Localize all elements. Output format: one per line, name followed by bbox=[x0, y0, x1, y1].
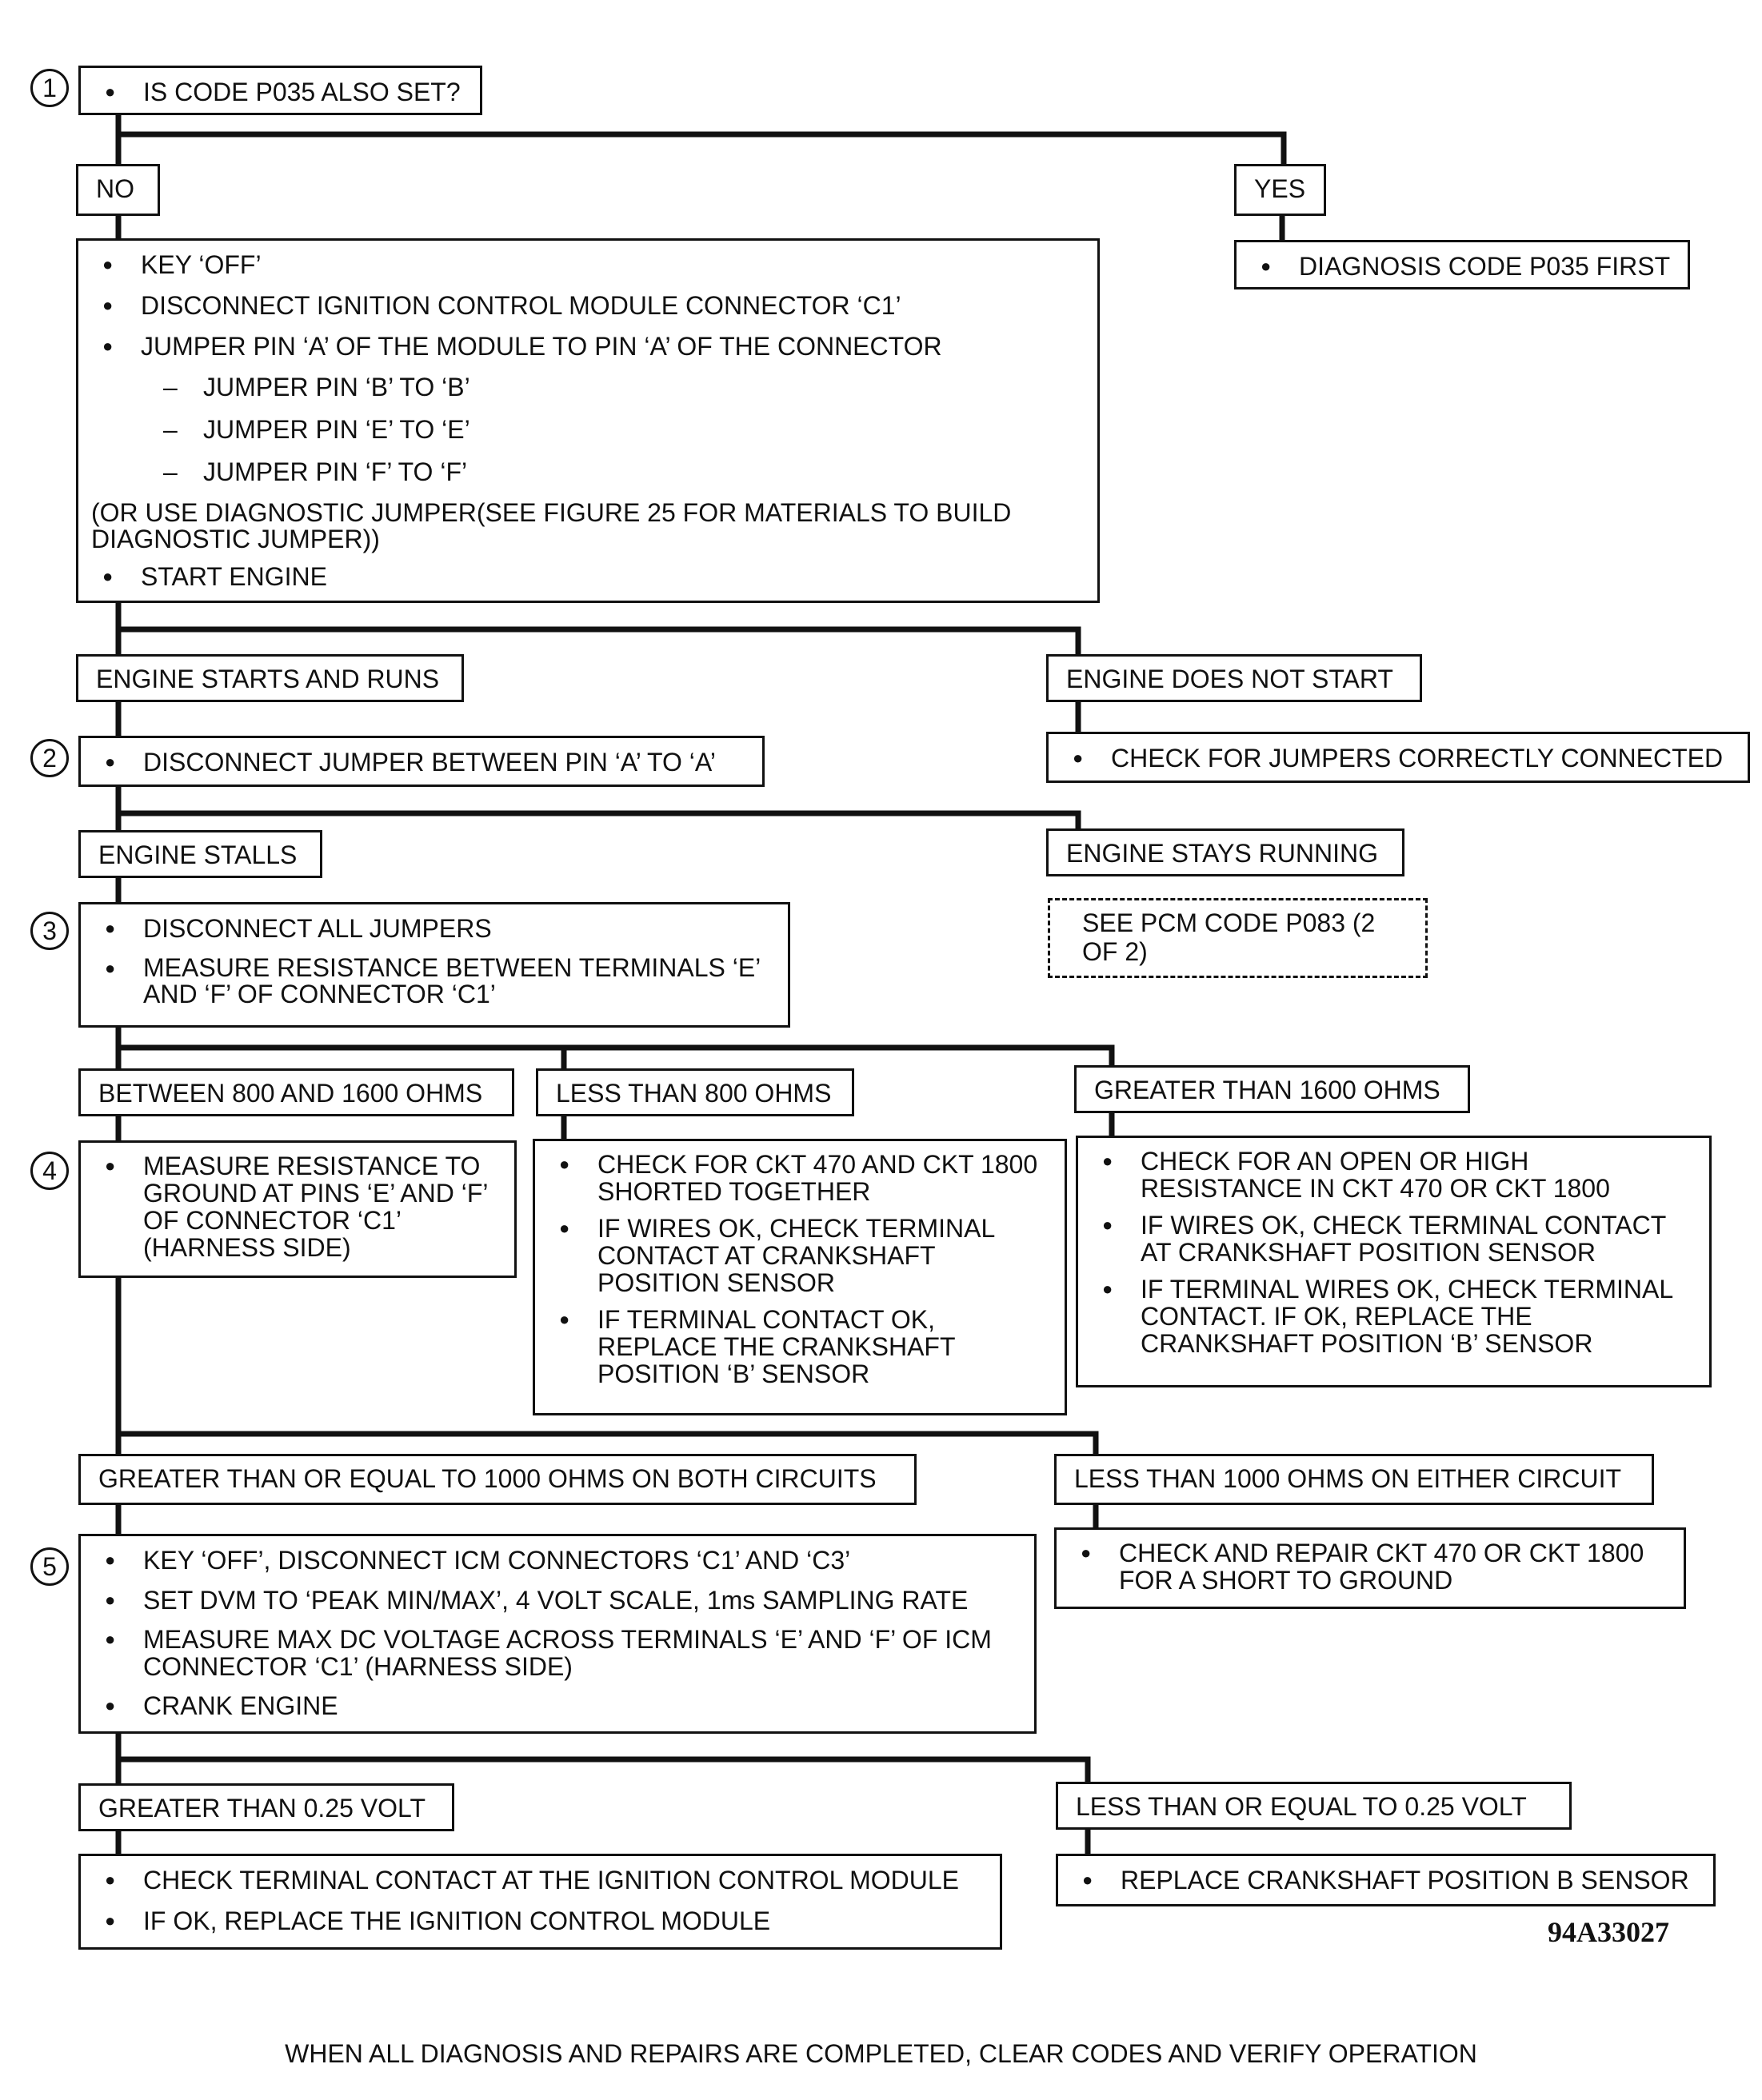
check-terminal-contact-icm: CHECK TERMINAL CONTACT AT THE IGNITION C… bbox=[94, 1866, 987, 1894]
connector-step2 bbox=[115, 782, 1081, 839]
replace-crank-sensor-box: REPLACE CRANKSHAFT POSITION B SENSOR bbox=[1056, 1854, 1716, 1906]
jumper-pin-e: JUMPER PIN ‘E’ TO ‘E’ bbox=[91, 415, 1085, 444]
replace-icm: IF OK, REPLACE THE IGNITION CONTROL MODU… bbox=[94, 1906, 987, 1935]
start-engine: START ENGINE bbox=[91, 562, 1085, 591]
connector-no-action bbox=[115, 598, 1081, 665]
question-p035-box: IS CODE P035 ALSO SET? bbox=[78, 66, 482, 115]
disconnect-jumper-a: DISCONNECT JUMPER BETWEEN PIN ‘A’ TO ‘A’ bbox=[94, 748, 749, 777]
disconnect-jumper-a-box: DISCONNECT JUMPER BETWEEN PIN ‘A’ TO ‘A’ bbox=[78, 736, 765, 787]
lt-1000-ohms-label: LESS THAN 1000 OHMS ON EITHER CIRCUIT bbox=[1054, 1454, 1654, 1505]
engine-starts-label: ENGINE STARTS AND RUNS bbox=[76, 654, 464, 702]
key-off: KEY ‘OFF’ bbox=[91, 250, 1085, 279]
diagnose-p035: DIAGNOSIS CODE P035 FIRST bbox=[1249, 252, 1675, 281]
footer-note: WHEN ALL DIAGNOSIS AND REPAIRS ARE COMPL… bbox=[285, 2039, 1477, 2068]
diagnose-p035-box: DIAGNOSIS CODE P035 FIRST bbox=[1234, 240, 1690, 289]
step5-box: KEY ‘OFF’, DISCONNECT ICM CONNECTORS ‘C1… bbox=[78, 1534, 1037, 1734]
jumper-pin-b: JUMPER PIN ‘B’ TO ‘B’ bbox=[91, 373, 1085, 401]
le-025-volt-label: LESS THAN OR EQUAL TO 0.25 VOLT bbox=[1056, 1782, 1572, 1830]
crank-engine: CRANK ENGINE bbox=[94, 1691, 1021, 1720]
check-jumpers-box: CHECK FOR JUMPERS CORRECTLY CONNECTED bbox=[1046, 732, 1750, 783]
between-800-1600-label: BETWEEN 800 AND 1600 OHMS bbox=[78, 1068, 514, 1116]
figure-id: 94A33027 bbox=[1548, 1916, 1669, 1948]
engine-stalls-label: ENGINE STALLS bbox=[78, 830, 322, 878]
jumper-pin-a: JUMPER PIN ‘A’ OF THE MODULE TO PIN ‘A’ … bbox=[91, 332, 1085, 361]
check-ckt-shorted: CHECK FOR CKT 470 AND CKT 1800 SHORTED T… bbox=[548, 1151, 1052, 1205]
less-than-800-label: LESS THAN 800 OHMS bbox=[536, 1068, 854, 1116]
replace-icm-box: CHECK TERMINAL CONTACT AT THE IGNITION C… bbox=[78, 1854, 1002, 1950]
greater-than-1600-action-box: CHECK FOR AN OPEN OR HIGH RESISTANCE IN … bbox=[1076, 1136, 1712, 1387]
gt-025-volt-label: GREATER THAN 0.25 VOLT bbox=[78, 1783, 454, 1831]
check-terminal-contact-crank-2: IF WIRES OK, CHECK TERMINAL CONTACT AT C… bbox=[1091, 1212, 1696, 1266]
engine-stays-running-label: ENGINE STAYS RUNNING bbox=[1046, 828, 1404, 876]
measure-max-dc-voltage: MEASURE MAX DC VOLTAGE ACROSS TERMINALS … bbox=[94, 1626, 1021, 1680]
check-open-high-resistance: CHECK FOR AN OPEN OR HIGH RESISTANCE IN … bbox=[1091, 1148, 1652, 1202]
see-pcm-code-box: SEE PCM CODE P083 (2 OF 2) bbox=[1048, 898, 1428, 978]
measure-resistance-ground: MEASURE RESISTANCE TO GROUND AT PINS ‘E’… bbox=[94, 1152, 501, 1261]
ge-1000-ohms-label: GREATER THAN OR EQUAL TO 1000 OHMS ON BO… bbox=[78, 1454, 917, 1505]
step-number-5: 5 bbox=[30, 1547, 69, 1586]
step4-box: MEASURE RESISTANCE TO GROUND AT PINS ‘E’… bbox=[78, 1140, 517, 1278]
replace-crank-b-sensor: IF TERMINAL CONTACT OK, REPLACE THE CRAN… bbox=[548, 1306, 1052, 1387]
jumper-pin-f: JUMPER PIN ‘F’ TO ‘F’ bbox=[91, 457, 1085, 486]
connector-step4 bbox=[115, 1275, 1099, 1460]
greater-than-1600-label: GREATER THAN 1600 OHMS bbox=[1074, 1065, 1470, 1113]
replace-crank-sensor: REPLACE CRANKSHAFT POSITION B SENSOR bbox=[1071, 1866, 1700, 1894]
engine-no-start-label: ENGINE DOES NOT START bbox=[1046, 654, 1422, 702]
connector-q1 bbox=[115, 109, 1287, 173]
repair-short-to-ground-box: CHECK AND REPAIR CKT 470 OR CKT 1800 FOR… bbox=[1054, 1527, 1686, 1609]
less-than-800-action-box: CHECK FOR CKT 470 AND CKT 1800 SHORTED T… bbox=[533, 1139, 1067, 1415]
step-number-4: 4 bbox=[30, 1152, 69, 1190]
yes-label: YES bbox=[1234, 164, 1326, 216]
connector-step5 bbox=[115, 1731, 1091, 1791]
set-dvm: SET DVM TO ‘PEAK MIN/MAX’, 4 VOLT SCALE,… bbox=[94, 1586, 1021, 1615]
diagnostic-jumper-note: (OR USE DIAGNOSTIC JUMPER(SEE FIGURE 25 … bbox=[91, 498, 1012, 553]
no-label: NO bbox=[76, 164, 160, 216]
repair-short-to-ground: CHECK AND REPAIR CKT 470 OR CKT 1800 FOR… bbox=[1069, 1539, 1671, 1594]
measure-resistance-e-f: MEASURE RESISTANCE BETWEEN TERMINALS ‘E’… bbox=[94, 955, 783, 1008]
disconnect-icm: DISCONNECT IGNITION CONTROL MODULE CONNE… bbox=[91, 291, 1085, 320]
step-number-3: 3 bbox=[30, 912, 69, 950]
jumper-instructions-box: KEY ‘OFF’ DISCONNECT IGNITION CONTROL MO… bbox=[76, 238, 1100, 603]
question-p035: IS CODE P035 ALSO SET? bbox=[94, 78, 467, 106]
key-off-disconnect-icm: KEY ‘OFF’, DISCONNECT ICM CONNECTORS ‘C1… bbox=[94, 1546, 1021, 1575]
step-number-2: 2 bbox=[30, 739, 69, 777]
step3-box: DISCONNECT ALL JUMPERS MEASURE RESISTANC… bbox=[78, 902, 790, 1028]
step-number-1: 1 bbox=[30, 69, 69, 107]
connector-step3 bbox=[115, 1024, 1115, 1075]
replace-crank-b-sensor-2: IF TERMINAL WIRES OK, CHECK TERMINAL CON… bbox=[1091, 1276, 1696, 1357]
check-jumpers: CHECK FOR JUMPERS CORRECTLY CONNECTED bbox=[1061, 744, 1735, 773]
disconnect-all-jumpers: DISCONNECT ALL JUMPERS bbox=[94, 914, 775, 943]
check-terminal-contact-crank: IF WIRES OK, CHECK TERMINAL CONTACT AT C… bbox=[548, 1215, 1052, 1296]
